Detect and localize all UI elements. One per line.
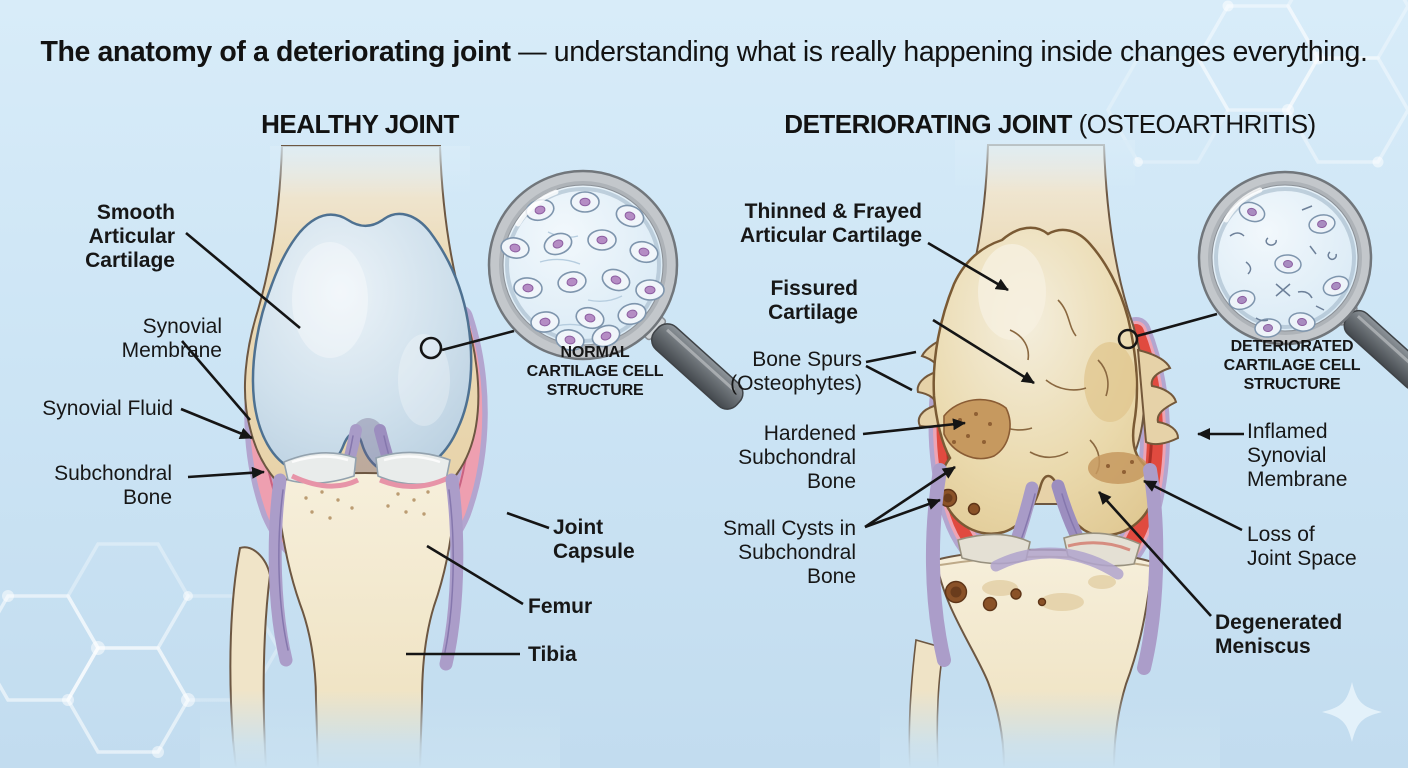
- label-thinned-frayed-cartilage: Thinned & Frayed Articular Cartilage: [739, 200, 922, 247]
- cartilage-worn-patch: [978, 244, 1046, 340]
- line-bone-spurs-lower: [865, 364, 913, 392]
- cartilage-highlight: [292, 242, 368, 358]
- bone-spurs-right: [1136, 348, 1180, 446]
- hexagon-vertex-dots: [2, 0, 1384, 758]
- label-femur: Femur: [528, 595, 593, 618]
- bone-mottling: [1088, 575, 1116, 589]
- bone-mottling: [1040, 593, 1084, 611]
- label-synovial-membrane: Synovial Membrane: [121, 315, 222, 362]
- label-joint-capsule: Joint Capsule: [553, 516, 635, 563]
- deteriorated-cartilage-cells: [1226, 198, 1353, 339]
- line-bone-spurs-upper: [865, 350, 917, 364]
- sample-point-circle: [1117, 328, 1139, 350]
- sample-point-circle: [419, 336, 443, 360]
- title-emphasis: The anatomy of a deteriorating joint: [40, 36, 511, 68]
- deteriorating-joint-illustration: [880, 140, 1220, 768]
- label-synovial-fluid: Synovial Fluid: [42, 397, 173, 420]
- label-bone-spurs: Bone Spurs (Osteophytes): [730, 348, 862, 395]
- line-small-cysts-2: [864, 465, 956, 529]
- leader-lines: [180, 232, 1244, 656]
- lens-inner-shadow: [1214, 187, 1356, 329]
- bone-top-fade: [270, 146, 470, 198]
- line-joint-capsule: [506, 511, 550, 530]
- page-title: The anatomy of a deteriorating joint — u…: [0, 36, 1408, 69]
- normal-cartilage-caption: NORMAL CARTILAGE CELL STRUCTURE: [526, 344, 664, 399]
- deteriorating-magnifier magnifying-glass-icon: [1117, 170, 1408, 391]
- healthy-magnifier magnifying-glass-icon: [419, 169, 744, 410]
- synovial-lining: [379, 475, 450, 490]
- line-smooth-articular-cartilage: [185, 232, 301, 329]
- label-hardened-subchondral-bone: Hardened Subchondral Bone: [738, 422, 856, 493]
- normal-cartilage-cells: [498, 191, 665, 354]
- healthy-joint-heading: HEALTHY JOINT: [140, 109, 580, 140]
- deteriorating-heading-text: DETERIORATING JOINT: [784, 109, 1072, 139]
- lens-glare: [1223, 187, 1263, 223]
- magnifier-connector-line: [441, 329, 515, 352]
- deteriorating-collateral-ligaments: [925, 463, 1164, 675]
- line-small-cysts-1: [864, 498, 941, 529]
- subchondral-cysts: [933, 467, 1047, 612]
- deteriorated-cartilage-caption: DETERIORATED CARTILAGE CELL STRUCTURE: [1223, 338, 1361, 393]
- label-inflamed-synovial-membrane: Inflamed Synovial Membrane: [1247, 420, 1348, 491]
- title-rest: — understanding what is really happening…: [510, 36, 1368, 68]
- line-synovial-membrane: [181, 340, 251, 421]
- label-fissured-cartilage: Fissured Cartilage: [768, 277, 858, 324]
- magnifier-connector-line: [1136, 312, 1218, 338]
- cartilage-worn-patch: [1084, 342, 1136, 422]
- label-subchondral-bone: Subchondral Bone: [54, 462, 172, 509]
- line-synovial-fluid: [180, 407, 253, 440]
- synovial-lining: [290, 473, 360, 489]
- label-tibia: Tibia: [528, 643, 577, 666]
- bone-bottom-fade: [880, 690, 1220, 768]
- healthy-joint-illustration: [200, 145, 560, 768]
- bone-mottling: [982, 580, 1018, 596]
- bone-top-fade: [955, 140, 1135, 192]
- sparkle-icon: [1322, 682, 1382, 742]
- deteriorating-joint-heading: DETERIORATING JOINT (OSTEOARTHRITIS): [740, 109, 1360, 140]
- label-loss-of-joint-space: Loss of Joint Space: [1247, 523, 1357, 570]
- healthy-heading-text: HEALTHY JOINT: [261, 109, 459, 139]
- line-thinned-frayed-cartilage: [927, 241, 1009, 292]
- healthy-collateral-ligaments: [268, 473, 464, 671]
- line-loss-of-joint-space: [1143, 479, 1243, 532]
- line-subchondral-bone: [187, 466, 265, 479]
- hardened-subchondral-bone: [943, 398, 1148, 484]
- healthy-meniscus: [283, 451, 451, 485]
- tibia-stipple: [304, 490, 430, 520]
- lens-glare: [515, 189, 559, 227]
- bone-bottom-fade: [200, 690, 560, 768]
- deteriorating-heading-rest: (OSTEOARTHRITIS): [1071, 109, 1317, 139]
- label-smooth-articular-cartilage: Smooth Articular Cartilage: [85, 201, 175, 272]
- line-fissured-cartilage: [932, 318, 1035, 385]
- label-degenerated-meniscus: Degenerated Meniscus: [1215, 611, 1343, 658]
- line-hardened-subchondral-bone: [862, 418, 966, 436]
- line-femur: [426, 544, 524, 606]
- label-small-cysts: Small Cysts in Subchondral Bone: [722, 517, 856, 588]
- line-degenerated-meniscus: [1098, 491, 1212, 617]
